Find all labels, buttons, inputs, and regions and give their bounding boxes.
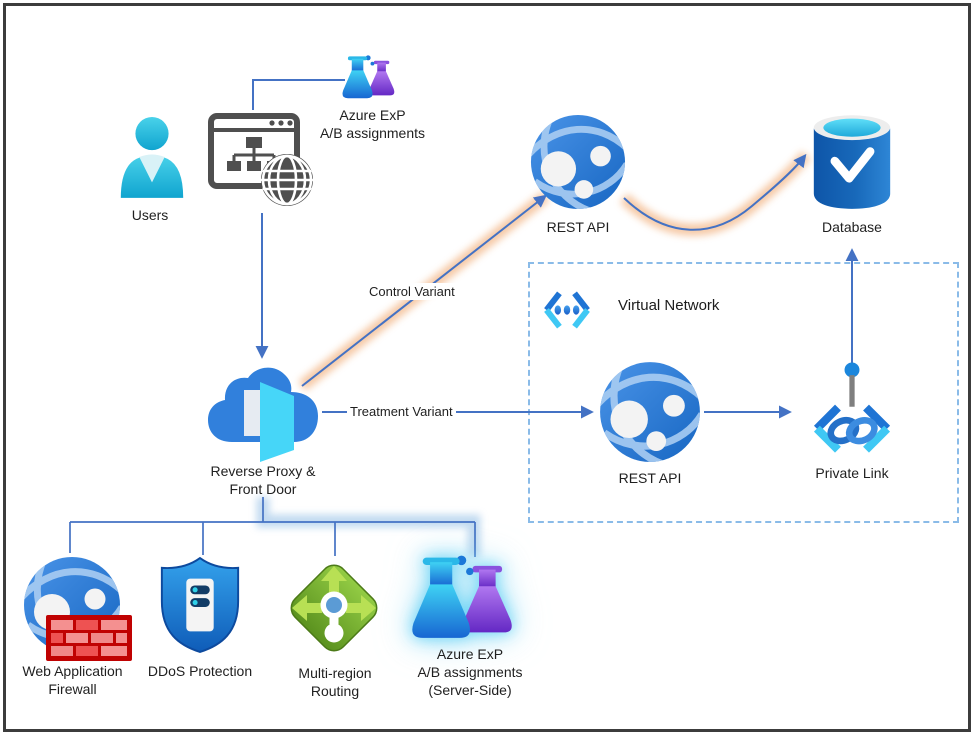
private-link-icon bbox=[813, 362, 891, 453]
rest-api-control-label: REST API bbox=[546, 219, 610, 235]
edge-restapi-to-database bbox=[623, 153, 807, 231]
flask-icon bbox=[412, 555, 512, 638]
exp-server-node bbox=[408, 553, 526, 654]
blue-flask bbox=[342, 55, 375, 99]
exp-server-label-line2: A/B assignments bbox=[417, 664, 523, 680]
waf-icon bbox=[24, 557, 132, 661]
multi-region-label-line2: Routing bbox=[310, 683, 360, 699]
waf-node bbox=[22, 553, 134, 668]
exp-server-label-line3: (Server-Side) bbox=[428, 682, 512, 698]
ddos-label: DDoS Protection bbox=[147, 663, 253, 679]
waf-label: Web Application Firewall bbox=[10, 662, 135, 698]
rest-api-treatment-label: REST API bbox=[618, 470, 682, 486]
users-label: Users bbox=[131, 207, 169, 223]
multi-region-label: Multi-region Routing bbox=[275, 664, 395, 700]
database-label: Database bbox=[822, 219, 882, 235]
waf-label-line2: Firewall bbox=[48, 681, 97, 697]
edge-browser-to-exp bbox=[252, 79, 345, 110]
multi-region-icon bbox=[290, 564, 378, 652]
purple-flask bbox=[368, 60, 395, 96]
edge-front-door-branches bbox=[69, 497, 476, 557]
browser-node bbox=[205, 108, 320, 213]
exp-client-label-line1: Azure ExP bbox=[339, 107, 406, 123]
rest-api-icon bbox=[600, 362, 700, 462]
front-door-icon bbox=[208, 367, 318, 462]
multi-region-node bbox=[282, 556, 386, 665]
users-icon bbox=[120, 117, 184, 198]
treatment-variant-label: Treatment Variant bbox=[347, 403, 456, 420]
exp-client-node bbox=[342, 54, 400, 109]
users-node bbox=[113, 112, 191, 205]
multi-region-label-line1: Multi-region bbox=[298, 665, 372, 681]
flask-icon bbox=[342, 55, 395, 99]
rest-api-icon bbox=[530, 114, 626, 210]
waf-label-line1: Web Application bbox=[22, 663, 123, 679]
ddos-shield-icon bbox=[160, 556, 240, 653]
virtual-network-label: Virtual Network bbox=[618, 297, 720, 314]
blue-flask bbox=[412, 555, 474, 638]
rest-api-control-node bbox=[529, 113, 627, 216]
private-link-node bbox=[800, 362, 904, 467]
front-door-label-line2: Front Door bbox=[229, 481, 297, 497]
database-icon bbox=[813, 115, 891, 209]
exp-server-label-line1: Azure ExP bbox=[436, 646, 504, 662]
exp-client-label-line2: A/B assignments bbox=[319, 125, 426, 141]
virtual-network-icon bbox=[544, 291, 590, 329]
exp-client-label: Azure ExP A/B assignments bbox=[300, 106, 445, 142]
front-door-label: Reverse Proxy & Front Door bbox=[188, 462, 338, 498]
rest-api-treatment-node bbox=[598, 360, 702, 469]
database-node bbox=[810, 110, 894, 221]
virtual-network-node bbox=[540, 285, 594, 340]
control-variant-label: Control Variant bbox=[366, 283, 458, 300]
exp-server-label: Azure ExP A/B assignments (Server-Side) bbox=[395, 645, 545, 699]
virtual-network-boundary bbox=[528, 262, 959, 523]
ddos-node bbox=[156, 555, 244, 660]
browser-globe-icon bbox=[208, 113, 313, 206]
front-door-node bbox=[204, 356, 322, 467]
front-door-label-line1: Reverse Proxy & bbox=[210, 463, 316, 479]
private-link-label: Private Link bbox=[815, 465, 889, 481]
brick-wall-icon bbox=[46, 615, 132, 661]
purple-flask bbox=[462, 565, 512, 633]
